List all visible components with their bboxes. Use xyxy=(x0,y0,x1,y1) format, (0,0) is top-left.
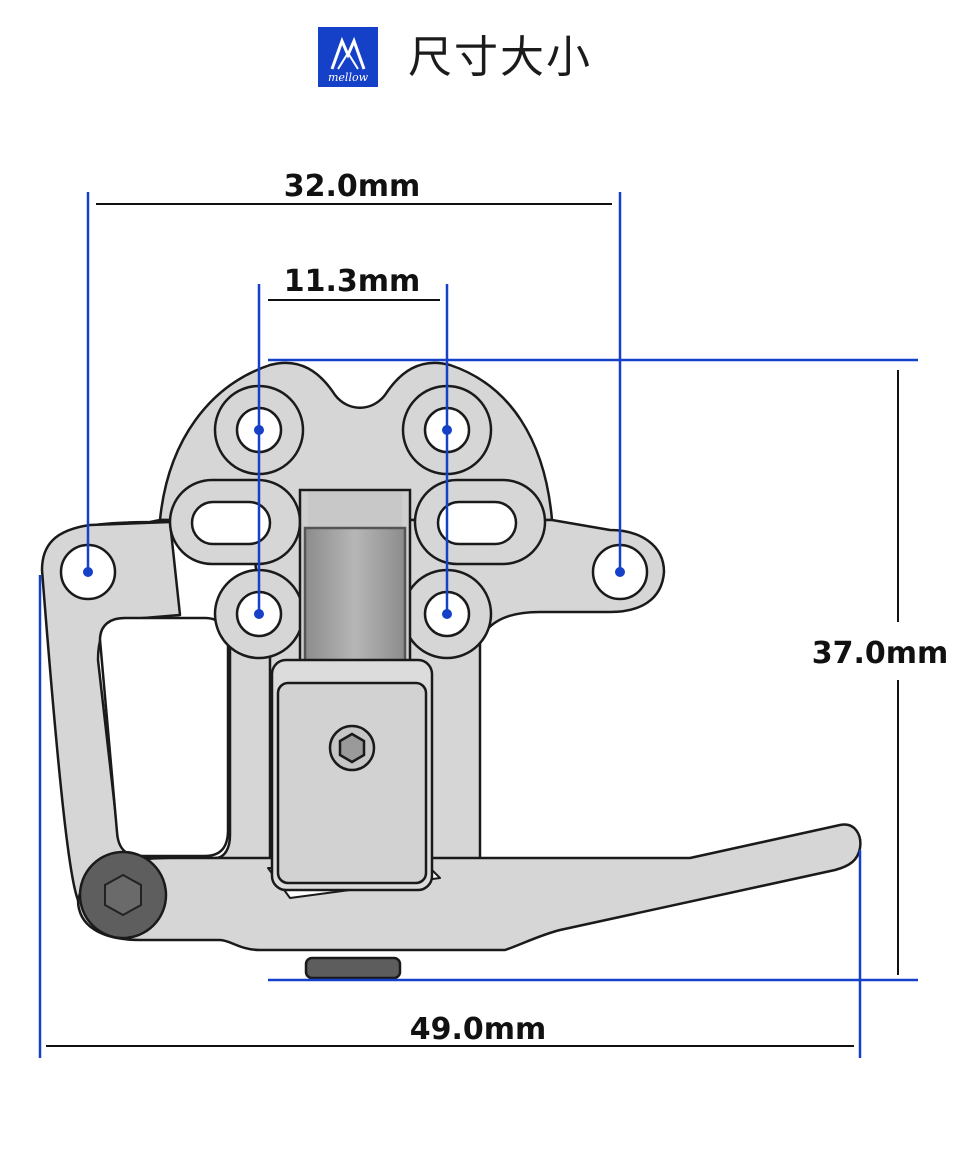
dim-label-49: 49.0mm xyxy=(410,1012,547,1047)
dimension-lines xyxy=(46,203,899,1047)
pivot-bolt xyxy=(78,850,168,940)
dot-outer-right xyxy=(615,567,625,577)
dot-top-right xyxy=(442,425,452,435)
slot-right xyxy=(436,500,518,546)
dot-bottom-left xyxy=(254,609,264,619)
left-window-cutout xyxy=(98,616,230,858)
dim-label-11: 11.3mm xyxy=(284,264,421,299)
center-block xyxy=(270,488,434,980)
dot-top-left xyxy=(254,425,264,435)
dim-label-37: 37.0mm xyxy=(812,636,949,671)
page-title: 尺寸大小 xyxy=(408,32,592,83)
reference-lines xyxy=(38,192,918,1058)
hex-socket-icon xyxy=(338,732,366,764)
block-cap xyxy=(276,681,428,885)
mellow-logo: mellow xyxy=(318,27,378,87)
center-dots xyxy=(83,425,625,619)
page-header: mellow 尺寸大小 xyxy=(0,0,960,110)
bottom-nut xyxy=(304,956,402,980)
block-rail-shade xyxy=(308,492,402,530)
pivot-hex-icon xyxy=(104,873,142,917)
dot-outer-left xyxy=(83,567,93,577)
dot-bottom-right xyxy=(442,609,452,619)
logo-wordmark: mellow xyxy=(328,71,369,84)
block-rail-face xyxy=(303,526,407,670)
lever-arm xyxy=(76,823,862,952)
dim-label-32: 32.0mm xyxy=(284,169,421,204)
slot-left xyxy=(190,500,272,546)
